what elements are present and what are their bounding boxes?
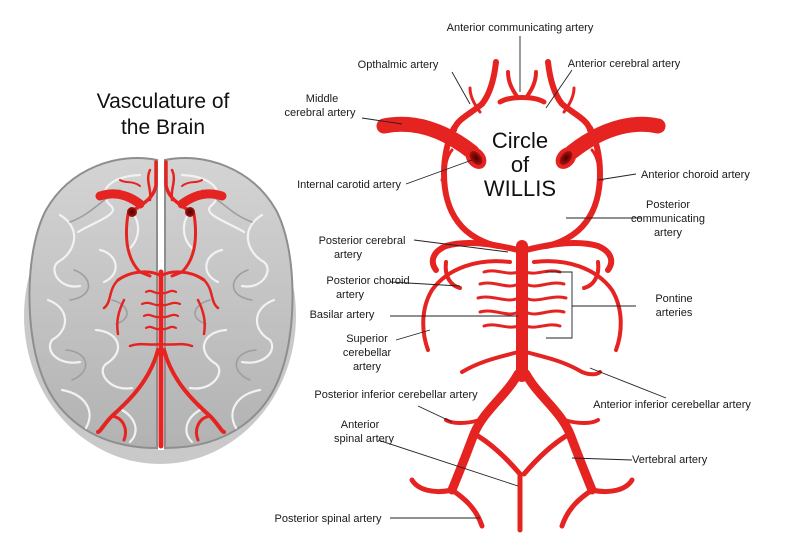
- posterior-inferior-cerebellar-vessel: [444, 418, 482, 425]
- anterior-communicating-vessel: [497, 95, 547, 105]
- label-anterior-spinal-2: spinal artery: [334, 433, 394, 445]
- label-superior-cerebellar-3: artery: [353, 361, 382, 373]
- posterior-spinal-vessel: [409, 477, 485, 529]
- label-vertebral: Vertebral artery: [632, 454, 708, 466]
- label-posterior-spinal: Posterior spinal artery: [275, 513, 382, 525]
- posterior-cerebral-right-vessel: [523, 240, 615, 273]
- label-posterior-inferior-cerebellar: Posterior inferior cerebellar artery: [314, 389, 478, 401]
- label-superior-cerebellar-1: Superior: [346, 333, 388, 345]
- label-posterior-cerebral-2: artery: [334, 249, 363, 261]
- label-posterior-choroid-1: Posterior choroid: [326, 275, 409, 287]
- label-opthalmic: Opthalmic artery: [358, 59, 439, 71]
- label-pontine-2: arteries: [656, 307, 693, 319]
- label-posterior-communicating-3: artery: [654, 227, 683, 239]
- pontine-vessels: [476, 269, 568, 329]
- label-posterior-choroid-2: artery: [336, 289, 365, 301]
- vertebral-left-vessel: [447, 369, 523, 495]
- circle-title-1: Circle: [492, 128, 548, 153]
- label-anterior-choroid: Anterior choroid artery: [641, 169, 750, 181]
- label-middle-cerebral-1: Middle: [306, 93, 338, 105]
- vertebral-right-vessel: [521, 369, 597, 495]
- anterior-spinal-vessel: [475, 433, 569, 533]
- brain-arteries: [95, 160, 227, 449]
- label-basilar: Basilar artery: [310, 309, 375, 321]
- label-pontine-1: Pontine: [655, 293, 692, 305]
- label-superior-cerebellar-2: cerebellar: [343, 347, 392, 359]
- leader-lines: [361, 36, 667, 519]
- carotid-openings: [465, 147, 577, 169]
- circle-title-2: of: [511, 152, 530, 177]
- opthalmic-vessel: [468, 86, 482, 114]
- label-anterior-cerebral: Anterior cerebral artery: [568, 58, 681, 70]
- title-line-2: the Brain: [121, 116, 205, 139]
- middle-cerebral-left-vessel: [376, 116, 480, 160]
- label-posterior-cerebral-1: Posterior cerebral: [319, 235, 406, 247]
- anterior-cerebral-right-vessel: [545, 59, 593, 133]
- middle-cerebral-right-vessel: [564, 116, 666, 160]
- posterior-cerebral-left-vessel: [429, 240, 521, 273]
- label-anterior-communicating: Anterior communicating artery: [447, 22, 594, 34]
- brain-gyri: [46, 173, 276, 444]
- title-line-1: Vasculature of: [97, 90, 230, 113]
- superior-cerebellar-left-vessel: [421, 259, 512, 352]
- label-posterior-communicating-1: Posterior: [646, 199, 690, 211]
- label-anterior-inferior-cerebellar: Anterior inferior cerebellar artery: [593, 399, 751, 411]
- label-posterior-communicating-2: communicating: [631, 213, 705, 225]
- label-middle-cerebral-2: cerebral artery: [285, 107, 356, 119]
- anterior-inferior-cerebellar-vessel: [460, 350, 602, 377]
- anterior-choroid-vessel: [590, 148, 604, 182]
- brain-illustration: [24, 157, 296, 464]
- anterior-cerebral-left-vessel: [451, 59, 499, 133]
- label-anterior-spinal-1: Anterior: [341, 419, 380, 431]
- artery-labels: Anterior communicating artery Opthalmic …: [275, 22, 752, 525]
- circle-title-3: WILLIS: [484, 176, 556, 201]
- label-internal-carotid: Internal carotid artery: [297, 179, 401, 191]
